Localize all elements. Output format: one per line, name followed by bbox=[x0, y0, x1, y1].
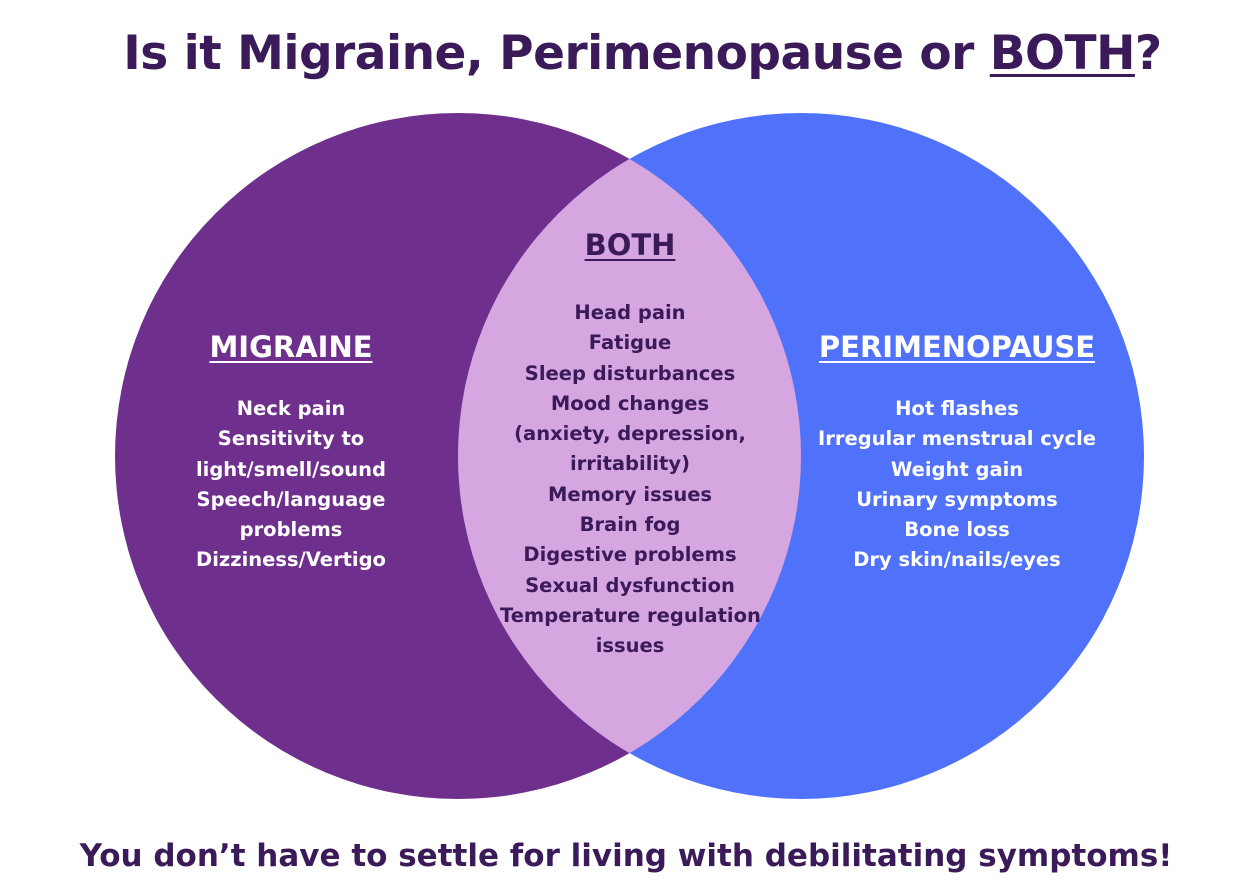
symptom-item: Neck pain bbox=[236, 397, 346, 420]
symptom-item: problems bbox=[239, 518, 343, 542]
symptom-item: Fatigue bbox=[588, 331, 672, 355]
symptom-item: Weight gain bbox=[890, 457, 1024, 481]
symptom-item: Mood changes bbox=[550, 391, 710, 415]
title-emphasis: BOTH bbox=[989, 26, 1136, 81]
page-title: Is it Migraine, Perimenopause or BOTH? bbox=[0, 26, 1260, 81]
symptom-item: light/smell/sound bbox=[195, 457, 387, 481]
migraine-heading: MIGRAINE bbox=[209, 330, 373, 364]
symptom-item: issues bbox=[595, 634, 665, 658]
symptom-item: Sexual dysfunction bbox=[525, 573, 735, 597]
symptom-item: Dry skin/nails/eyes bbox=[853, 548, 1061, 572]
title-suffix: ? bbox=[1134, 26, 1162, 81]
symptom-item: Head pain bbox=[574, 301, 686, 324]
symptom-item: Sensitivity to bbox=[217, 427, 365, 451]
symptom-item: Urinary symptoms bbox=[856, 487, 1058, 511]
title-prefix: Is it Migraine, Perimenopause or bbox=[123, 26, 990, 81]
symptom-item: Hot flashes bbox=[895, 397, 1019, 420]
both-heading: BOTH bbox=[584, 228, 676, 262]
symptom-item: irritability) bbox=[569, 452, 691, 476]
both-overlap-region bbox=[458, 113, 801, 799]
symptom-item: Sleep disturbances bbox=[524, 361, 736, 385]
symptom-item: Memory issues bbox=[547, 482, 713, 506]
symptom-item: Speech/language bbox=[196, 487, 386, 511]
symptom-item: Brain fog bbox=[579, 513, 681, 537]
symptom-item: Bone loss bbox=[904, 518, 1010, 542]
symptom-item: Temperature regulation bbox=[500, 603, 761, 627]
symptom-item: Irregular menstrual cycle bbox=[817, 427, 1097, 451]
symptom-item: Digestive problems bbox=[523, 543, 737, 567]
symptom-item: Dizziness/Vertigo bbox=[196, 548, 386, 572]
perimenopause-heading: PERIMENOPAUSE bbox=[818, 330, 1096, 364]
footer-message: You don’t have to settle for living with… bbox=[79, 838, 1173, 874]
symptom-item: (anxiety, depression, bbox=[514, 422, 746, 446]
